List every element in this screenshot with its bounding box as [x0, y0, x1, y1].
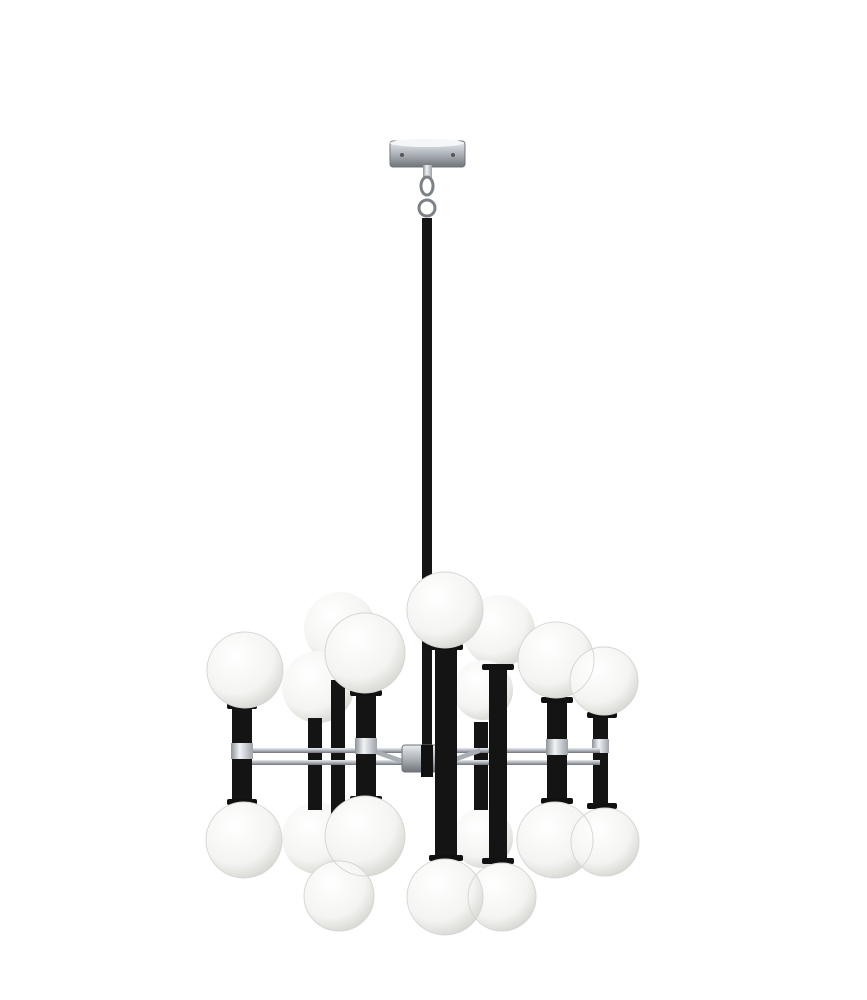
- ceiling-canopy: [389, 139, 466, 168]
- front-top-globes: [207, 572, 638, 715]
- front-bottom-globes: [206, 796, 639, 935]
- downrod: [422, 218, 432, 758]
- hanging-loop: [417, 165, 437, 218]
- globe-outlines: [205, 571, 640, 936]
- front-stems: [227, 644, 617, 864]
